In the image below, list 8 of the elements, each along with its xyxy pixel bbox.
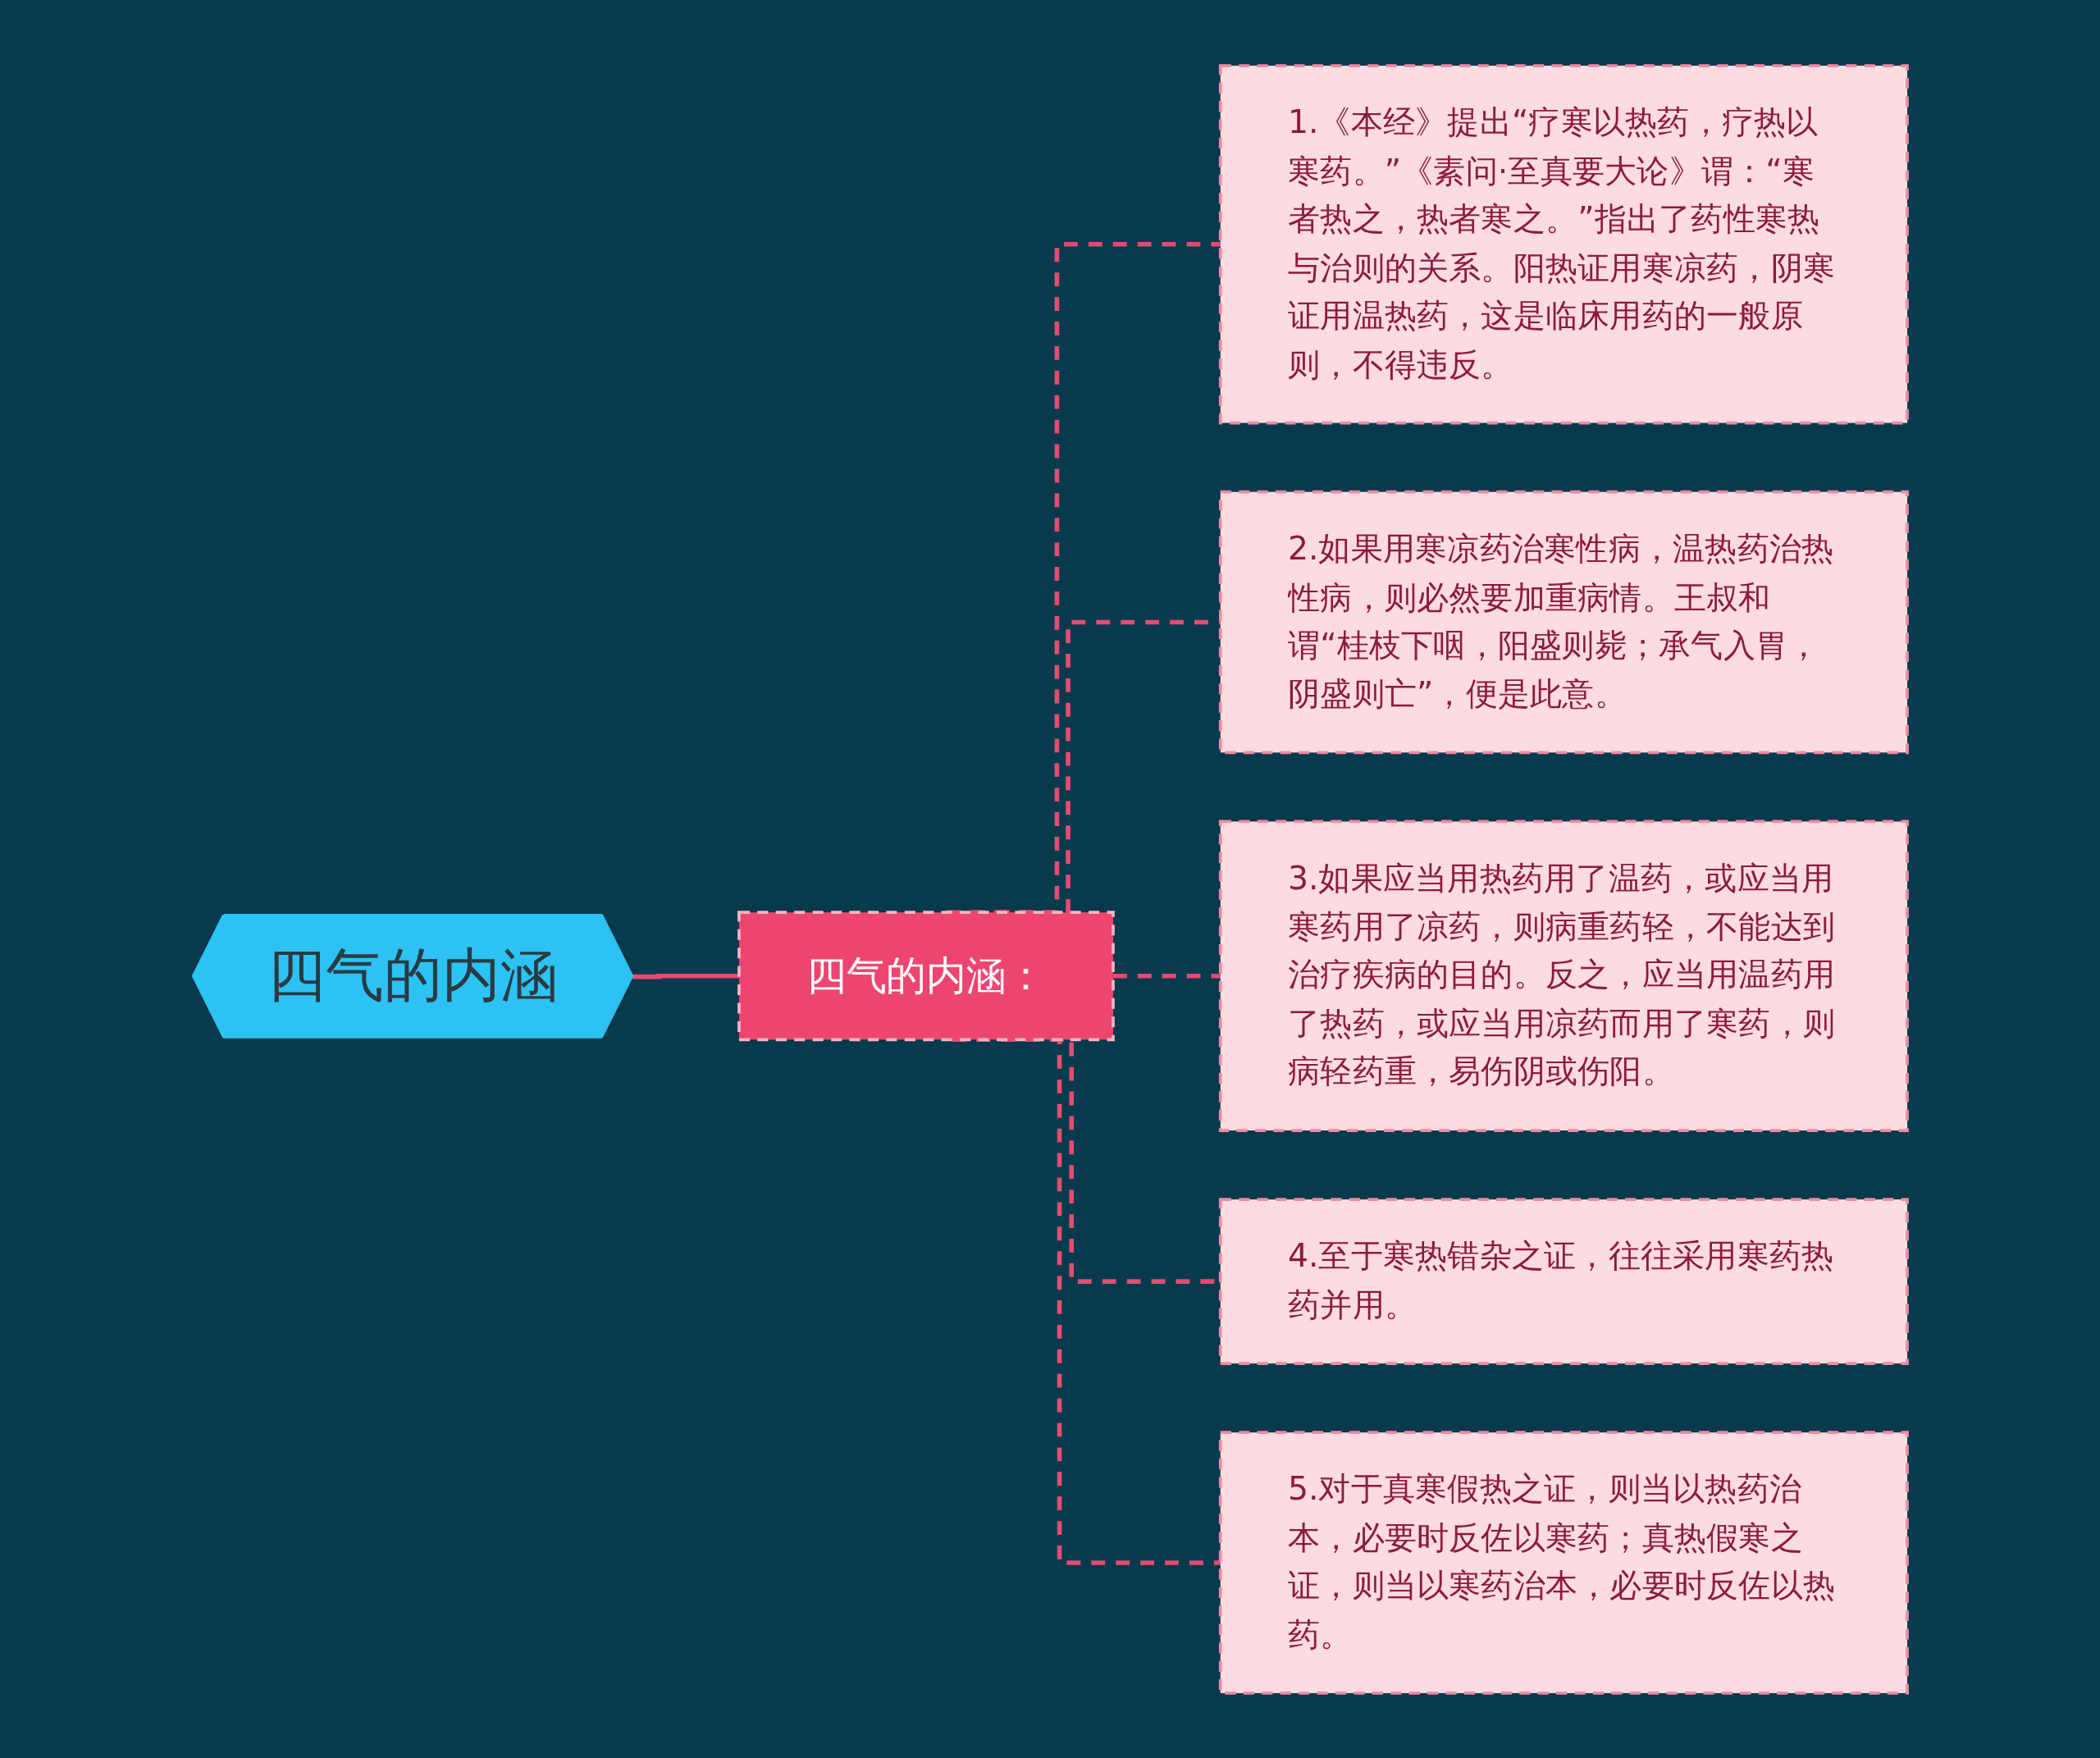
node-box: 3.如果应当用热药用了温药，或应当用寒药用了凉药，则病重药轻，不能达到治疗疾病的目的。反之，应当用温药用了热药，或应当用凉药而用了寒药，则病轻药重，易伤阴或伤阳。: [1218, 820, 1909, 1132]
connector: [1112, 973, 1221, 979]
node-box: 四气的内涵：: [737, 910, 1115, 1041]
connector: [632, 973, 739, 979]
node-box: 4.至于寒热错杂之证，往往采用寒药热药并用。: [1218, 1197, 1909, 1365]
node-box: 1.《本经》提出“疗寒以热药，疗热以寒药。”《素问·至真要大论》谓：“寒者热之，热者寒之。”指出了药性寒热与治则的关系。阳热证用寒凉药，阴寒证用温热药，这是临床用药的一般原则，不得违反。: [1218, 63, 1909, 424]
node-box: 2.如果用寒凉药治寒性病，温热药治热性病，则必然要加重病情。王叔和谓“桂枝下咽，阳盛则毙；承气入胃，阴盛则亡”，便是此意。: [1218, 490, 1909, 754]
node-box: 5.对于真寒假热之证，则当以热药治本，必要时反佐以寒药；真热假寒之证，则当以寒药治本，必要时反佐以热药。: [1218, 1430, 1909, 1695]
